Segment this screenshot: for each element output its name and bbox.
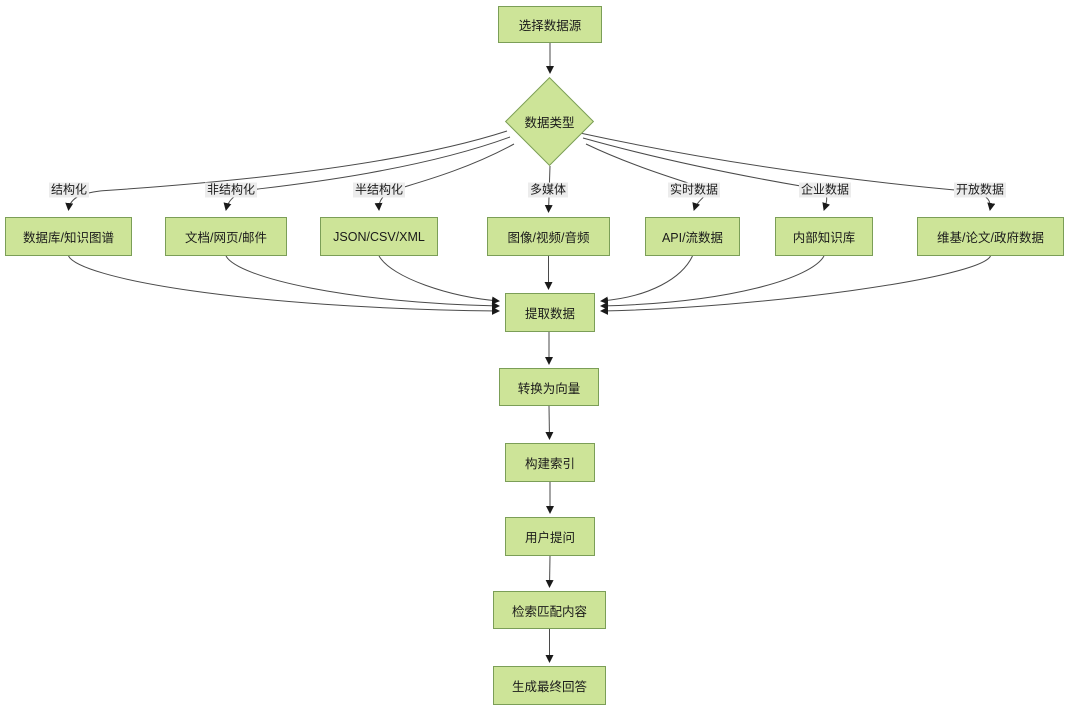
node-internal-knowledge-base: 内部知识库: [775, 217, 873, 256]
edge-structured-to-extract: [68, 255, 500, 315]
edge-decision-to-unstructured: [223, 136, 511, 211]
edge-label-realtime: 实时数据: [667, 182, 721, 198]
node-wiki-papers-gov-data: 维基/论文/政府数据: [917, 217, 1064, 256]
edge-unstructured-to-extract: [225, 255, 500, 310]
node-retrieve-matching-content: 检索匹配内容: [493, 591, 606, 629]
node-build-index: 构建索引: [505, 443, 595, 482]
edge-realtime-to-extract: [600, 255, 693, 305]
node-data-type-decision: 数据类型: [504, 76, 595, 167]
edge-label-semistructured: 半结构化: [352, 182, 406, 198]
edge-decision-to-realtime: [585, 143, 709, 211]
edge-decision-to-structured: [65, 130, 508, 211]
edge-decision-to-open: [579, 132, 996, 211]
node-database-knowledge-graph: 数据库/知识图谱: [5, 217, 132, 256]
node-generate-final-answer: 生成最终回答: [493, 666, 606, 705]
edge-decision-to-enterprise: [582, 137, 831, 211]
edge-open-to-extract: [600, 255, 991, 315]
edge-label-enterprise: 企业数据: [798, 182, 852, 198]
edge-label-open: 开放数据: [953, 182, 1007, 198]
edge-label-unstructured: 非结构化: [204, 182, 258, 198]
edge-vectorize-to-index: [545, 405, 554, 440]
node-extract-data: 提取数据: [505, 293, 595, 332]
node-json-csv-xml: JSON/CSV/XML: [320, 217, 438, 256]
node-select-data-source: 选择数据源: [498, 6, 602, 43]
edge-label-multimedia: 多媒体: [527, 182, 569, 198]
decision-label: 数据类型: [524, 116, 575, 130]
edge-question-to-retrieve: [545, 555, 554, 588]
node-convert-to-vector: 转换为向量: [499, 368, 599, 406]
node-api-stream-data: API/流数据: [645, 217, 740, 256]
node-docs-web-email: 文档/网页/邮件: [165, 217, 287, 256]
edge-enterprise-to-extract: [600, 255, 825, 310]
edge-semistructured-to-extract: [378, 255, 500, 305]
edge-label-structured: 结构化: [48, 182, 90, 198]
edge-decision-to-semistructured: [374, 143, 515, 211]
node-image-video-audio: 图像/视频/音频: [487, 217, 610, 256]
node-user-question: 用户提问: [505, 517, 595, 556]
